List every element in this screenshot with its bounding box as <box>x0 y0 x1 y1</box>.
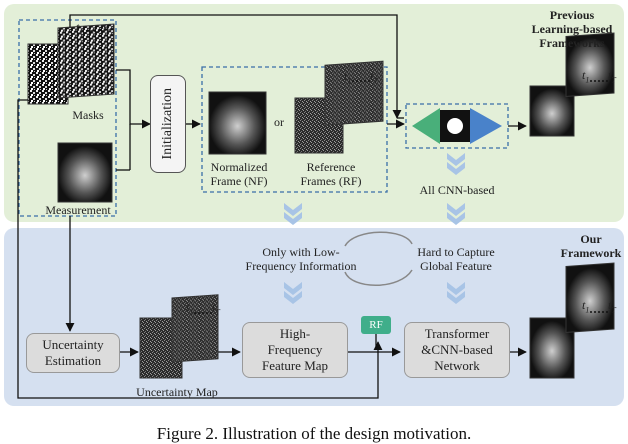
t1-label-our-output: t1 <box>582 298 590 315</box>
tT-label-prev-output: tT <box>608 68 616 85</box>
time-dots <box>82 30 610 314</box>
prev-output-frame-back <box>529 85 575 137</box>
measurement-label: Measurement <box>45 203 111 217</box>
tT-label-rf: tT <box>370 69 378 86</box>
masks-label: Masks <box>72 108 104 122</box>
cnn-network-icon <box>412 108 502 144</box>
mask-frame-front <box>57 23 115 99</box>
tT-label-map: tT <box>212 300 220 317</box>
hard-to-capture-label: Hard to Capture Global Feature <box>417 245 495 273</box>
our-output-frame-front <box>565 262 615 333</box>
figure-caption: Figure 2. Illustration of the design mot… <box>156 424 472 443</box>
mask-to-cnn-line <box>69 14 402 119</box>
t1-label-masks: t1 <box>76 20 84 37</box>
cnn-dashed-box <box>405 103 509 149</box>
tT-label-masks: tT <box>103 20 111 37</box>
uncertainty-map-front <box>171 294 219 363</box>
t1-label-map: t1 <box>186 300 194 317</box>
only-low-frequency-label: Only with Low- Frequency Information <box>245 245 357 273</box>
frames-dashed-box <box>201 66 388 193</box>
circle-arrow-top <box>344 231 413 247</box>
measurement-image <box>57 142 113 203</box>
uncertainty-map-label: Uncertainty Map <box>136 385 218 399</box>
reference-frames-label: Reference Frames (RF) <box>300 160 362 188</box>
previous-frameworks-title: Previous Learning-based Frameworks <box>531 8 613 50</box>
rf-box: RF <box>361 316 391 334</box>
normalized-frame-label: Normalized Frame (NF) <box>210 160 268 188</box>
mask-to-bottom-line <box>17 99 383 399</box>
normalized-frame-image <box>208 91 267 155</box>
chevrons <box>284 153 465 304</box>
our-framework-title: Our Framework <box>560 232 622 260</box>
or-label: or <box>274 115 284 129</box>
all-cnn-label: All CNN-based <box>419 183 495 197</box>
circle-arrow-bottom <box>344 269 413 286</box>
tT-label-our-output: tT <box>608 298 616 315</box>
t1-label-rf: t1 <box>344 69 352 86</box>
t1-label-prev-output: t1 <box>582 68 590 85</box>
initialization-box: Initialization <box>150 75 186 173</box>
reference-frame-front <box>324 60 384 126</box>
masks-to-init-arrow <box>116 69 151 129</box>
